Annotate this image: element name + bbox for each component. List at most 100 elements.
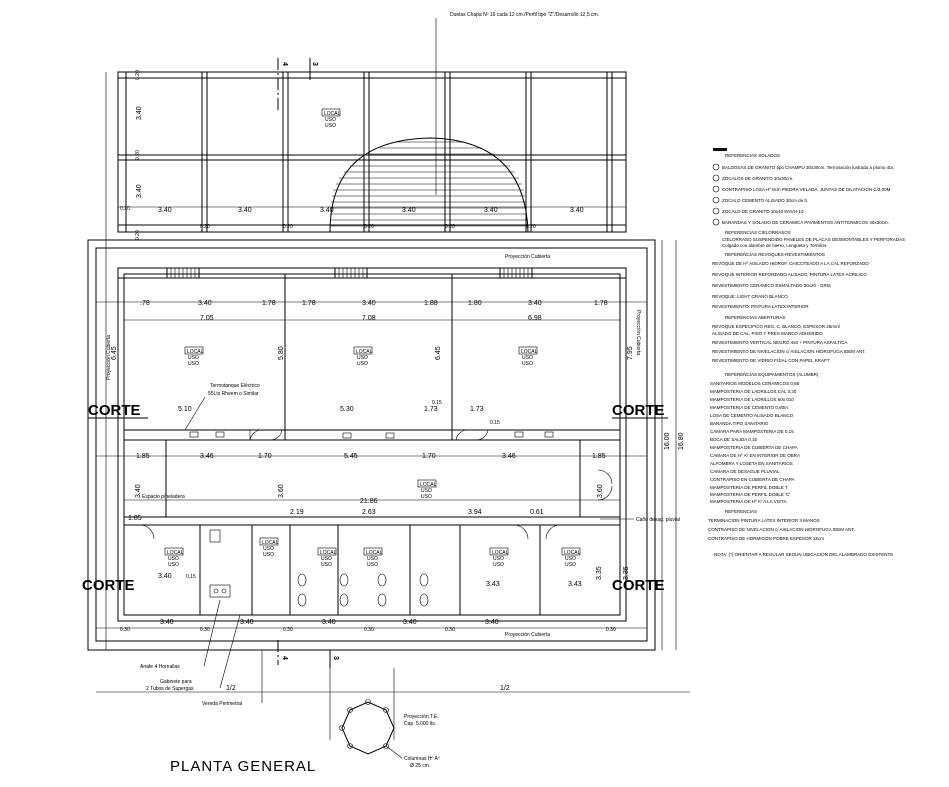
- gabinete-label-2: 2 Tubos de Supergas: [146, 686, 194, 692]
- svg-text:LOCAL: LOCAL: [324, 111, 341, 117]
- svg-text:USO: USO: [188, 361, 199, 367]
- svg-text:3.60: 3.60: [597, 484, 604, 498]
- svg-text:3.46: 3.46: [502, 453, 516, 460]
- svg-text:3.40: 3.40: [322, 619, 336, 626]
- svg-text:1.85: 1.85: [136, 453, 150, 460]
- svg-text:USO: USO: [522, 355, 533, 361]
- top-note: Duelas Chapa Nº 16 cada 12 cm./Perfil ti…: [450, 12, 599, 18]
- svg-text:3.35: 3.35: [623, 566, 630, 580]
- svg-text:REVESTIMIENTO: PINTURA LATEX I: REVESTIMIENTO: PINTURA LATEX INTERIOR: [712, 304, 809, 309]
- top-windows: [166, 267, 533, 279]
- svg-text:5.30: 5.30: [340, 406, 354, 413]
- svg-text:REFERENCIAS REVOQUES-REVESTIMI: REFERENCIAS REVOQUES-REVESTIMIENTOS: [725, 252, 825, 257]
- svg-text:REFERENCIAS ABERTURAS: REFERENCIAS ABERTURAS: [725, 315, 785, 320]
- svg-text:3.40: 3.40: [158, 573, 172, 580]
- legend-note: NOTA: (*) ORIENTAR A REGULAR SEGUN UBICA…: [714, 552, 893, 557]
- svg-text:3.43: 3.43: [568, 581, 582, 588]
- svg-text:ZOCALO DE GRANITO 10x40 ENVH-1: ZOCALO DE GRANITO 10x40 ENVH-10: [722, 209, 804, 214]
- svg-text:LOCAL: LOCAL: [564, 550, 581, 556]
- svg-text:CONTRAPISO LOSA Hº 8cm PIEDRA: CONTRAPISO LOSA Hº 8cm PIEDRA VELADA, JU…: [722, 187, 891, 192]
- svg-text:3.46: 3.46: [200, 453, 214, 460]
- proyeccion-left: Proyección Cubierta: [106, 335, 112, 380]
- svg-text:0.20: 0.20: [283, 224, 293, 230]
- svg-text:0.30: 0.30: [364, 627, 374, 633]
- svg-text:CAMARA DE DESAGUE PLUVIAL: CAMARA DE DESAGUE PLUVIAL: [710, 469, 780, 474]
- vereda-label: Vereda Perimetral: [202, 701, 242, 707]
- svg-text:4: 4: [281, 656, 288, 660]
- page-title: PLANTA GENERAL: [170, 758, 316, 775]
- svg-text:LOCAL: LOCAL: [320, 550, 337, 556]
- svg-text:CONTRAPISO DE HORMIGON POBRE E: CONTRAPISO DE HORMIGON POBRE ESPESOR 15c…: [708, 536, 824, 541]
- svg-text:2.19: 2.19: [290, 509, 304, 516]
- svg-text:REVOQUE ESPECIFICO REG. C. BLA: REVOQUE ESPECIFICO REG. C. BLANCO, ESPES…: [712, 324, 841, 329]
- svg-text:0.30: 0.30: [200, 627, 210, 633]
- termotanque-label-1: Termotanque Eléctrico: [210, 383, 260, 389]
- svg-text:LOCAL: LOCAL: [521, 349, 538, 355]
- svg-text:CAMARA DE Hº Aº EN INTERIOR DE: CAMARA DE Hº Aº EN INTERIOR DE OBRA: [710, 453, 800, 458]
- svg-text:1.70: 1.70: [422, 453, 436, 460]
- svg-text:USO: USO: [493, 556, 504, 562]
- legend: REFERENCIAS SOLADOS BALDOSAS DE GRANITO …: [708, 148, 905, 557]
- svg-text:3.40: 3.40: [402, 207, 416, 214]
- svg-text:0.20: 0.20: [445, 224, 455, 230]
- svg-text:REFERENCIAS EQUIPAMIENTOS (ALU: REFERENCIAS EQUIPAMIENTOS (ALUMBR): [725, 372, 819, 377]
- svg-text:USO: USO: [263, 552, 274, 558]
- svg-text:3.40: 3.40: [158, 207, 172, 214]
- svg-text:REVESTIMIENTO DE VIDRIO FIJIAL: REVESTIMIENTO DE VIDRIO FIJIAL CON PAPEL…: [712, 358, 830, 363]
- svg-text:1.78: 1.78: [302, 300, 316, 307]
- svg-text:0.20: 0.20: [135, 230, 141, 240]
- sanitary-fixtures: [189, 431, 554, 607]
- svg-text:5.45: 5.45: [344, 453, 358, 460]
- svg-text:REVESTIMIENTO VERTICAL NEGRO 4: REVESTIMIENTO VERTICAL NEGRO 4x8 + PINTU…: [712, 340, 848, 345]
- svg-text:1.78: 1.78: [594, 300, 608, 307]
- svg-text:1.73: 1.73: [470, 406, 484, 413]
- svg-text:4: 4: [281, 62, 288, 66]
- svg-text:REVOQUE DE Hº AISLADO HIDROF.: REVOQUE DE Hº AISLADO HIDROF. CHICOTEADO…: [712, 261, 869, 266]
- espacio-heladera-label: Espacio p/heladera: [142, 494, 185, 500]
- svg-text:USO: USO: [367, 562, 378, 568]
- top-dimension-row: 0.20 3.40 0.20 3.40 0.20 3.40 0.20 3.40 …: [118, 206, 626, 230]
- svg-text:MAMPOSTERIA DE LADRILLOS 60x 0: MAMPOSTERIA DE LADRILLOS 60x 010: [710, 397, 794, 402]
- pergola-grid: [117, 71, 627, 233]
- svg-text:0.30: 0.30: [120, 627, 130, 633]
- svg-text:CONTRAPISO DE NIVELACION c/ AI: CONTRAPISO DE NIVELACION c/ AISLACION HI…: [708, 527, 855, 532]
- svg-text:3.40: 3.40: [362, 300, 376, 307]
- svg-text:REFERENCIAS: REFERENCIAS: [725, 509, 757, 514]
- svg-text:CONTRAPISO EN CUBIERTA DE CHAP: CONTRAPISO EN CUBIERTA DE CHAPA: [710, 477, 795, 482]
- corte-left-upper: CORTE: [88, 402, 141, 419]
- svg-text:2.63: 2.63: [362, 509, 376, 516]
- svg-text:ZOCALOS DE GRANITO 10x30cm.: ZOCALOS DE GRANITO 10x30cm.: [722, 176, 793, 181]
- proyeccion-tanque-1: Proyección T.E.: [404, 714, 439, 720]
- svg-text:ALISADO DE CAL, PISO Y PRES MA: ALISADO DE CAL, PISO Y PRES MARCO ADHERI…: [712, 331, 823, 336]
- svg-text:0.15: 0.15: [490, 420, 500, 426]
- legend-items-6: TERMINACION PINTURA LATEX INTERIOR 3 MAN…: [708, 518, 855, 541]
- svg-text:USO: USO: [321, 556, 332, 562]
- plan-annotations: Proyección Cubierta Proyección Cubierta …: [106, 254, 680, 707]
- columnas-label-2: Ø 25 cm.: [410, 763, 430, 769]
- svg-text:ZOCALO CEMENTO ALISADO 30cm de: ZOCALO CEMENTO ALISADO 30cm de h.: [722, 198, 808, 203]
- svg-text:BALDOSAS DE GRANITO tipo CHAMP: BALDOSAS DE GRANITO tipo CHAMPU 30x30cm.…: [722, 165, 894, 170]
- svg-text:3.40: 3.40: [160, 619, 174, 626]
- svg-text:3.40: 3.40: [485, 619, 499, 626]
- columnas-label-1: Columnas Hº Aº: [404, 756, 440, 762]
- interior-dimensions: .78 3.40 1.78 1.78 3.40 1.88 1.80 3.40 1…: [96, 300, 647, 633]
- building-outline: [87, 239, 656, 651]
- svg-text:USO: USO: [421, 494, 432, 500]
- svg-text:1.85: 1.85: [128, 515, 142, 522]
- svg-text:LOCAL: LOCAL: [366, 550, 383, 556]
- svg-text:3.35: 3.35: [596, 566, 603, 580]
- svg-text:3: 3: [311, 62, 318, 66]
- svg-text:MAMPOSTERIA DE PERFIL DOBLE 'C: MAMPOSTERIA DE PERFIL DOBLE 'C': [710, 492, 790, 497]
- room-tag-8: LOCAL USO USO: [363, 547, 383, 568]
- svg-text:3.40: 3.40: [320, 207, 334, 214]
- svg-text:1.85: 1.85: [592, 453, 606, 460]
- svg-text:USO: USO: [565, 562, 576, 568]
- svg-text:3.40: 3.40: [238, 207, 252, 214]
- svg-text:USO: USO: [263, 546, 274, 552]
- room-tag-7: LOCAL USO USO: [317, 547, 337, 568]
- svg-text:LOCAL: LOCAL: [356, 349, 373, 355]
- svg-text:6.45: 6.45: [111, 346, 118, 360]
- svg-text:LOCAL: LOCAL: [492, 550, 509, 556]
- svg-text:TERMINACION PINTURA LATEX INTE: TERMINACION PINTURA LATEX INTERIOR 3 MAN…: [708, 518, 820, 523]
